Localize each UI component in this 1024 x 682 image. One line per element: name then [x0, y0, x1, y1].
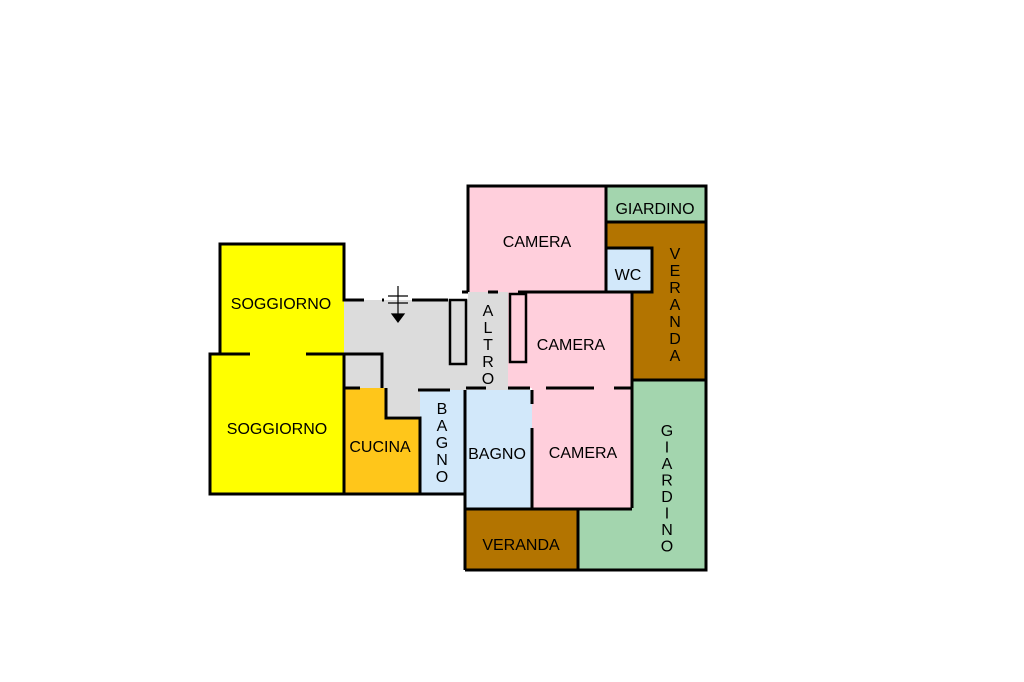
wall-camera-top-outer	[465, 184, 708, 572]
giardino-top-area	[606, 186, 706, 222]
label-wc: WC	[615, 267, 642, 284]
altro-area	[468, 292, 508, 388]
walls	[208, 184, 708, 572]
closet-right	[508, 292, 528, 364]
entrance-arrow-icon	[388, 286, 408, 323]
wc-area	[606, 248, 652, 292]
wall-corridor-inner	[344, 352, 384, 388]
veranda-right-area	[606, 222, 706, 380]
label-soggiorno-lower: SOGGIORNO	[227, 421, 327, 438]
camera-top-area	[468, 186, 606, 292]
soggiorno-upper-area	[220, 244, 344, 354]
giardino-right-area	[578, 380, 706, 570]
cucina-area	[344, 388, 420, 494]
label-cucina: CUCINA	[349, 439, 411, 456]
label-camera-bottom: CAMERA	[549, 445, 618, 462]
wall-soggiorno-upper	[218, 242, 364, 354]
wall-soggiorno-lower	[208, 352, 466, 496]
bagno-area	[466, 390, 532, 508]
label-camera-middle: CAMERA	[537, 337, 606, 354]
corridor-area	[344, 300, 530, 416]
label-veranda-bottom: VERANDA	[482, 537, 560, 554]
veranda-bottom-area	[466, 510, 578, 570]
camera-bottom-area	[532, 388, 632, 508]
soggiorno-lower-area	[210, 354, 344, 494]
wall-cucina-right	[384, 388, 422, 494]
label-giardino-top: GIARDINO	[615, 201, 694, 218]
room-fills	[210, 186, 706, 570]
camera-middle-area	[508, 292, 632, 388]
label-camera-top: CAMERA	[503, 234, 572, 251]
label-bagno: BAGNO	[468, 446, 526, 463]
bagno-small-area	[420, 390, 464, 494]
label-soggiorno-upper: SOGGIORNO	[231, 296, 331, 313]
room-labels: SOGGIORNO SOGGIORNO CUCINA BAGNO CAMERA …	[227, 201, 695, 556]
closet-left	[448, 298, 468, 366]
